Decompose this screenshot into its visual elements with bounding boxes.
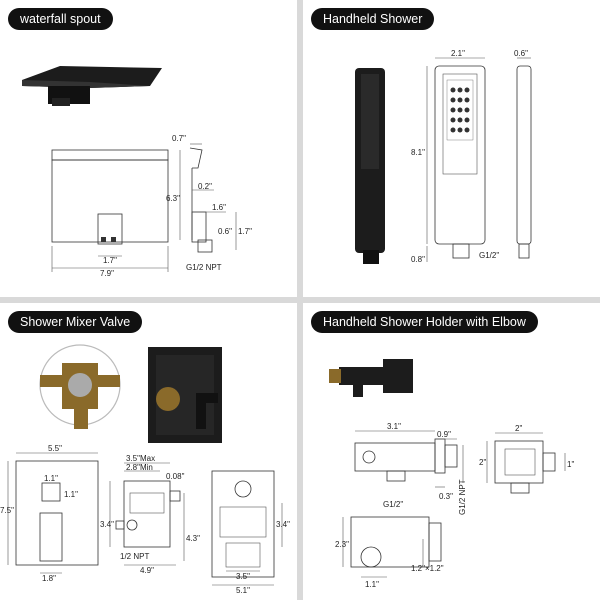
dim-0-6: 0.6" <box>218 227 232 236</box>
spout-product-image <box>22 66 162 106</box>
dim-5-1: 5.1" <box>236 586 250 595</box>
dim-0-7: 0.7" <box>172 134 186 143</box>
handheld-front-view <box>426 57 486 262</box>
mixer-trim-image <box>148 347 222 443</box>
dim-2-height: 2" <box>479 458 486 467</box>
dim-3-4b: 3.4" <box>276 520 290 529</box>
holder-product-image <box>329 359 413 397</box>
mixer-valve-side-view <box>109 462 185 566</box>
dim-0-08: 0.08" <box>166 472 185 481</box>
dim-3-5: 3.5" <box>236 572 250 581</box>
dim-2-8min: 2.8"Min <box>126 463 153 472</box>
holder-elevation-view <box>342 516 442 578</box>
dim-1-1: 1.1" <box>365 580 379 589</box>
panel-waterfall-spout: waterfall spout 1.7" 7.9" <box>0 0 297 297</box>
dim-1: 1" <box>567 460 574 469</box>
dim-2-width: 2" <box>515 424 522 433</box>
handheld-product-image <box>355 68 385 264</box>
panel-title: waterfall spout <box>8 8 113 30</box>
dim-0-6: 0.6" <box>514 49 528 58</box>
dim-1-1a: 1.1" <box>44 474 58 483</box>
dim-npt: G1/2 NPT <box>186 263 222 272</box>
panel-title: Handheld Shower Holder with Elbow <box>311 311 538 333</box>
dim-1-6: 1.6" <box>212 203 226 212</box>
dim-2-3: 2.3" <box>335 540 349 549</box>
mixer-valve-front-view <box>211 470 283 586</box>
dim-0-2: 0.2" <box>198 182 212 191</box>
mixer-drawing: 5.5" 7.5" 1.1" 1.1" 1.8" 3.5"Max 2.8"Min… <box>0 344 290 595</box>
spout-drawing: 1.7" 7.9" 0.7" 6.3" 0.2" 1.6" 0.6" 1.7" … <box>22 66 252 278</box>
dim-0-8: 0.8" <box>411 255 425 264</box>
dim-6-3: 6.3" <box>166 194 180 203</box>
panel-shower-mixer-valve: Shower Mixer Valve 5.5" 7.5" 1.1" <box>0 303 297 600</box>
dim-7-9: 7.9" <box>100 269 114 278</box>
dim-0-3: 0.3" <box>439 492 453 501</box>
mixer-trim-front-view <box>7 452 99 574</box>
spout-side-view <box>179 143 237 253</box>
dim-3-1: 3.1" <box>387 422 401 431</box>
dim-4-9: 4.9" <box>140 566 154 575</box>
dim-1-7h: 1.7" <box>103 256 117 265</box>
dim-npt: 1/2 NPT <box>120 552 149 561</box>
handheld-drawing: 2.1" 8.1" 0.8" G1/2" 0.6" <box>355 49 532 264</box>
panel-shower-holder-elbow: Handheld Shower Holder with Elbow 3.1" 0… <box>303 303 600 600</box>
panel-title: Handheld Shower <box>311 8 435 30</box>
dim-1-1b: 1.1" <box>64 490 78 499</box>
dim-4-3: 4.3" <box>186 534 200 543</box>
dim-g12: G1/2" <box>383 500 403 509</box>
dim-1-2x1-2: 1.2"×1.2" <box>411 564 444 573</box>
handheld-side-view <box>516 57 532 259</box>
dim-g12npt: G1/2 NPT <box>458 479 467 515</box>
dim-3-4a: 3.4" <box>100 520 114 529</box>
holder-top-view <box>354 430 464 488</box>
dim-g12: G1/2" <box>479 251 499 260</box>
dim-1-8: 1.8" <box>42 574 56 583</box>
dim-3-5max: 3.5"Max <box>126 454 155 463</box>
dim-2-1: 2.1" <box>451 49 465 58</box>
holder-side-view <box>486 432 566 494</box>
dim-7-5: 7.5" <box>0 506 14 515</box>
spout-front-view <box>51 149 169 272</box>
dim-1-7v: 1.7" <box>238 227 252 236</box>
dim-8-1: 8.1" <box>411 148 425 157</box>
holder-drawing: 3.1" 0.9" G1/2 NPT 0.3" G1/2" 2" 2" 1" 2… <box>329 359 574 589</box>
dim-0-9: 0.9" <box>437 430 451 439</box>
mixer-valve-body-image <box>39 344 121 429</box>
dim-5-5: 5.5" <box>48 444 62 453</box>
panel-title: Shower Mixer Valve <box>8 311 143 333</box>
panel-handheld-shower: Handheld Shower 2.1" 8.1" 0.8" G1/2" <box>303 0 600 297</box>
